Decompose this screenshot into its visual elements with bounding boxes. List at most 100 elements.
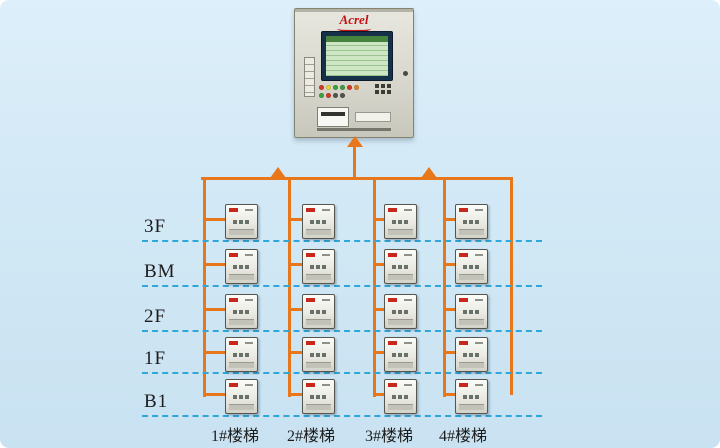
floor-label: B1 [144,391,169,412]
host-caption-line [317,128,391,131]
module-label-mark [475,209,483,211]
module-label-mark [322,209,330,211]
host-printer-slot [317,107,349,127]
module-terminal-strip [306,274,331,280]
led-dot [333,85,338,90]
module-brand-chip [306,208,315,212]
module-label-mark [245,384,253,386]
module-indicators [310,265,326,269]
door-monitor-module [455,379,488,414]
module-brand-chip [229,253,238,257]
led-dot [333,93,338,98]
bus-stub [373,263,386,266]
door-monitor-module [455,337,488,372]
module-brand-chip [229,208,238,212]
module-terminal-strip [459,404,484,410]
module-terminal-strip [229,362,254,368]
module-indicators [463,353,479,357]
module-label-mark [404,209,412,211]
module-terminal-strip [388,229,413,235]
bus-stub [288,308,304,311]
module-label-mark [322,299,330,301]
door-monitor-module [225,294,258,329]
host-status-leds [319,85,359,90]
module-terminal-strip [229,319,254,325]
module-label-mark [475,384,483,386]
module-label-mark [245,254,253,256]
led-dot [340,85,345,90]
module-indicators [392,310,408,314]
led-dot [347,85,352,90]
host-lcd-titlebar [326,36,388,42]
module-terminal-strip [306,404,331,410]
bus-stub [443,308,457,311]
floor-divider-line [142,330,542,332]
module-indicators [392,353,408,357]
module-label-mark [322,254,330,256]
key-button [375,90,379,94]
stairwell-label: 4#楼梯 [438,428,487,445]
module-label-mark [475,254,483,256]
module-terminal-strip [388,274,413,280]
module-label-mark [475,342,483,344]
module-terminal-strip [306,319,331,325]
led-dot [319,93,324,98]
module-label-mark [245,299,253,301]
door-monitor-module [455,249,488,284]
door-monitor-module [455,204,488,239]
module-brand-chip [306,298,315,302]
door-monitor-module [225,249,258,284]
key-button [387,84,391,88]
bus-stub [203,393,227,396]
floor-divider-line [142,240,542,242]
led-dot [326,85,331,90]
module-indicators [392,265,408,269]
module-indicators [310,310,326,314]
module-brand-chip [459,383,468,387]
module-indicators [310,395,326,399]
door-monitor-module [225,337,258,372]
acrel-logo-text: Acrel [339,12,369,27]
module-terminal-strip [459,229,484,235]
module-terminal-strip [459,319,484,325]
module-brand-chip [229,383,238,387]
door-monitor-module [302,294,335,329]
module-indicators [463,220,479,224]
bus-stub [443,393,457,396]
bus-stub [288,351,304,354]
floor-divider-line [142,372,542,374]
led-dot [354,85,359,90]
bus-stub [203,263,227,266]
module-brand-chip [388,208,397,212]
floor-label: 2F [144,306,167,327]
led-dot [326,93,331,98]
door-monitor-module [384,249,417,284]
bus-stub [443,351,457,354]
key-button [381,84,385,88]
module-terminal-strip [388,362,413,368]
acrel-logo: Acrel [295,12,413,32]
stairwell-label: 2#楼梯 [286,428,335,445]
module-indicators [392,395,408,399]
floor-label: 3F [144,216,167,237]
module-brand-chip [388,341,397,345]
bus-stub [373,351,386,354]
module-indicators [310,353,326,357]
floor-divider-line [142,415,542,417]
module-label-mark [475,299,483,301]
monitor-host-panel: Acrel [294,8,414,138]
host-lcd [326,36,388,76]
module-indicators [310,220,326,224]
door-monitor-module [384,294,417,329]
module-terminal-strip [229,229,254,235]
module-indicators [463,265,479,269]
key-button [375,84,379,88]
door-monitor-module [302,204,335,239]
bus-arrow-up [347,136,363,147]
door-monitor-module [225,379,258,414]
bus-stub [373,393,386,396]
module-brand-chip [229,298,238,302]
bus-stub [373,308,386,311]
bus-stub [443,218,457,221]
